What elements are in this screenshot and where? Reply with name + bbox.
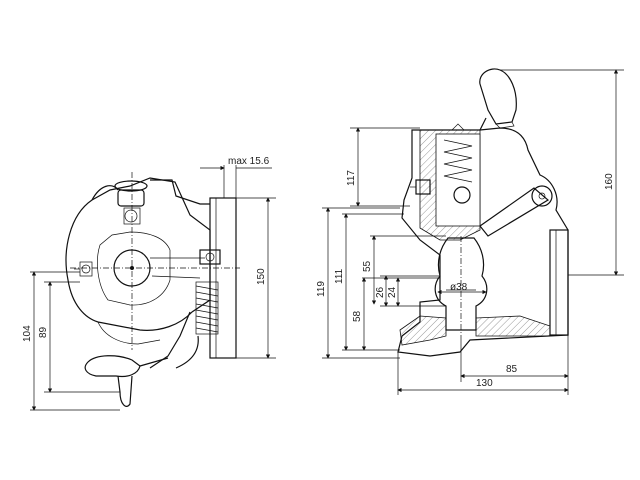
dim-max-offset: max 15.6 <box>228 156 270 167</box>
side-view-dimensions: max 15.6 150 104 89 <box>22 156 276 411</box>
dim-117: 117 <box>346 170 357 186</box>
top-nut <box>117 189 145 207</box>
side-view <box>65 172 240 407</box>
dim-150: 150 <box>256 268 267 285</box>
coupling-body <box>65 177 211 331</box>
dim-55: 55 <box>362 260 373 272</box>
dim-104: 104 <box>22 325 33 342</box>
dim-130: 130 <box>476 378 493 389</box>
dim-111: 111 <box>334 268 345 284</box>
section-view-dimensions: 160 117 119 111 58 55 26 24 ø38 <box>316 69 624 395</box>
housing-outline <box>397 127 569 357</box>
locking-bolt <box>453 186 471 204</box>
dim-58: 58 <box>352 310 363 322</box>
section-flange <box>549 229 569 336</box>
dim-160: 160 <box>604 173 615 190</box>
dim-26: 26 <box>375 286 386 298</box>
section-spring <box>443 123 473 183</box>
dim-89: 89 <box>38 326 49 338</box>
dim-bore: ø38 <box>450 282 468 293</box>
jaw-outline <box>97 231 171 306</box>
dim-119: 119 <box>316 281 327 297</box>
dim-24: 24 <box>387 286 398 298</box>
hand-lever <box>84 355 169 407</box>
dim-85: 85 <box>506 364 518 375</box>
return-spring <box>195 281 219 335</box>
lever-pivot <box>531 185 553 207</box>
section-handle <box>479 68 517 129</box>
lever-arm <box>479 187 550 237</box>
section-view <box>397 68 569 357</box>
